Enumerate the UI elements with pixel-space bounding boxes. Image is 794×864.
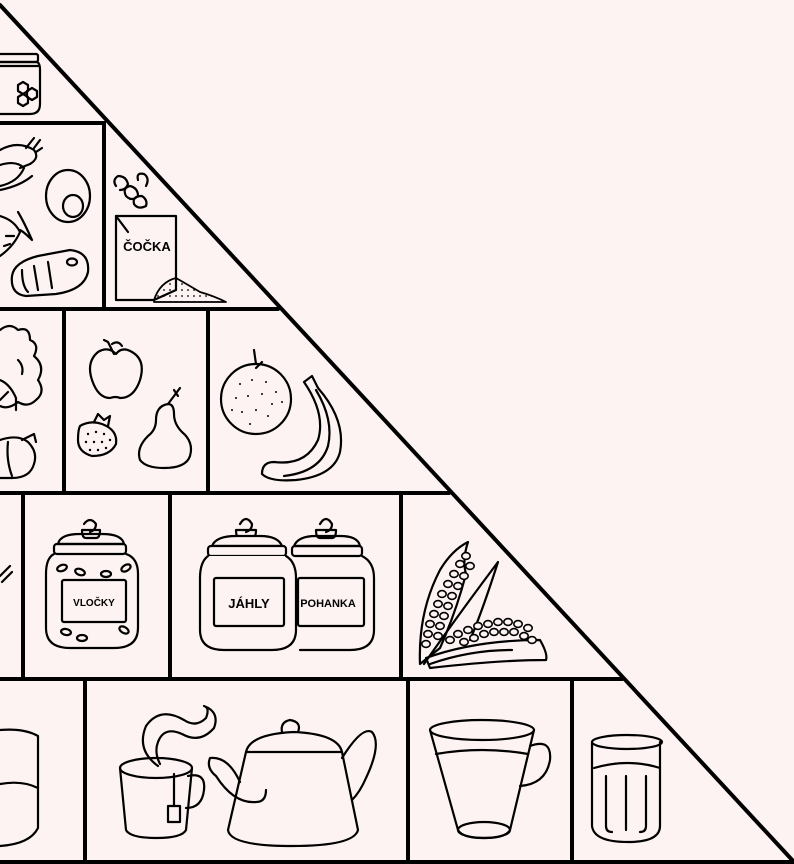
oat-jar-label: VLOČKY [73,596,115,609]
broccoli-pepper-icon [0,326,42,478]
millet-buckwheat-jars-icon: POHANKA JÁHLY [200,519,374,650]
water-mug-icon [430,720,550,838]
corn-cobs-icon [420,542,547,668]
apple-pear-strawberry-icon [78,340,191,468]
water-tumbler-icon [592,735,662,842]
lentils-label: ČOČKA [123,239,171,254]
lentils-box-icon: ČOČKA [114,174,226,302]
water-glass-partial-icon [0,730,38,846]
pyramid-frame [0,5,794,862]
grain-partial-icon [0,566,12,582]
millet-jar-label: JÁHLY [228,596,270,611]
honey-jar-icon [0,54,40,114]
tea-cup-teapot-icon [120,706,376,846]
orange-banana-icon [221,350,341,480]
buckwheat-jar-label: POHANKA [300,598,356,610]
meat-egg-fish-icon [0,138,90,296]
oat-jar-icon: VLOČKY [46,520,138,648]
